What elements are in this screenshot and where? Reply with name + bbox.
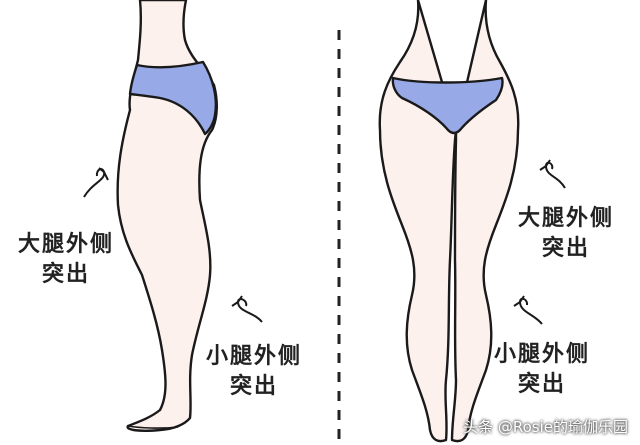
left-calf-label-line1: 小腿外侧: [206, 344, 303, 369]
left-calf-label: 小腿外侧 突出: [206, 342, 302, 402]
right-thigh-label: 大腿外侧 突出: [518, 204, 614, 264]
right-calf-label: 小腿外侧 突出: [494, 340, 590, 400]
right-thigh-label-line2: 突出: [542, 236, 591, 261]
right-calf-arrowhead-icon: [513, 295, 525, 307]
right-figure-back-view: [378, 0, 566, 443]
right-calf-label-line1: 小腿外侧: [494, 342, 591, 367]
right-calf-arrow-icon: [518, 297, 543, 325]
right-thigh-arrow-icon: [544, 161, 566, 189]
left-calf-label-line2: 突出: [230, 374, 279, 399]
right-calf-label-line2: 突出: [518, 372, 567, 397]
right-figure-left-leg: [378, 0, 458, 443]
left-thigh-label: 大腿外侧 突出: [18, 230, 114, 290]
right-thigh-arrowhead-icon: [539, 159, 551, 171]
right-figure-underwear: [391, 76, 504, 135]
left-thigh-label-line2: 突出: [42, 262, 91, 287]
left-thigh-arrowhead-icon: [98, 167, 109, 181]
left-figure-foot: [127, 425, 179, 429]
left-calf-arrowhead-icon: [231, 295, 243, 307]
left-figure-side-view: [83, 0, 263, 432]
left-figure-underwear: [128, 60, 217, 136]
right-thigh-label-line1: 大腿外侧: [518, 206, 615, 231]
left-thigh-label-line1: 大腿外侧: [18, 232, 115, 257]
left-thigh-arrow-icon: [83, 168, 106, 198]
watermark-text: 头条 @Rosie的瑜伽乐园: [463, 418, 628, 436]
left-calf-arrow-icon: [236, 298, 263, 323]
